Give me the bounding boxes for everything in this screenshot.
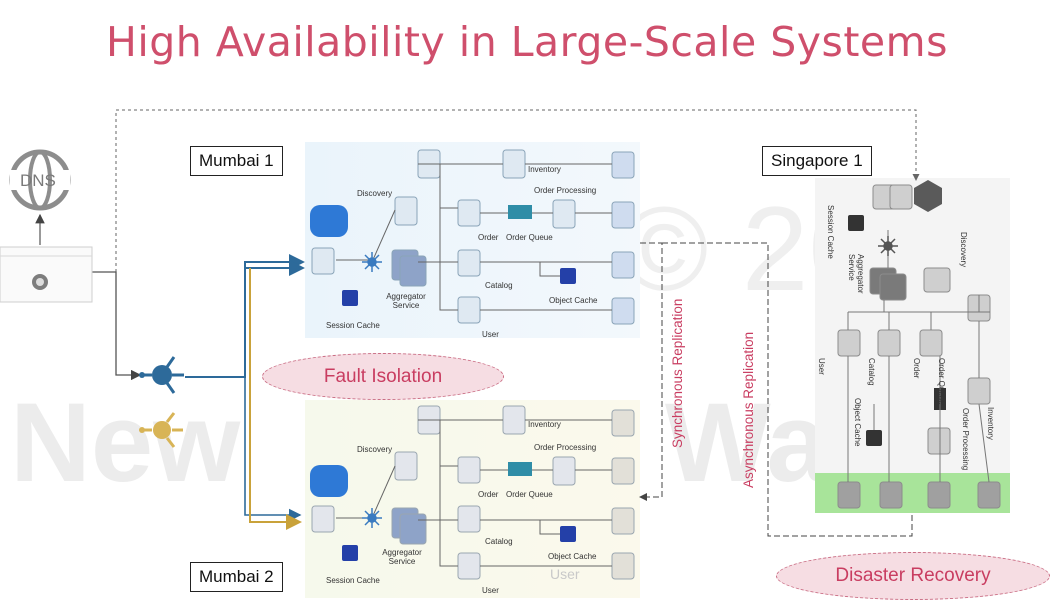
m2-user-label: User (482, 586, 499, 595)
mumbai1-links (336, 163, 612, 311)
async-replication-label: Asynchronous Replication (741, 331, 756, 488)
page-title: High Availability in Large-Scale Systems (106, 18, 948, 66)
m1-inventory-label: Inventory (528, 165, 561, 174)
sg-aggregator-label: Aggregator Service (847, 254, 865, 294)
singapore-aggregator-icon (878, 236, 898, 256)
mumbai2-aggregator-icon (362, 508, 382, 528)
m1-user-label: User (482, 330, 499, 339)
mumbai2-label: Mumbai 2 (190, 562, 283, 592)
m1-catalog-label: Catalog (485, 281, 513, 290)
mumbai1-chips (342, 205, 576, 306)
m1-discovery-label: Discovery (357, 189, 393, 198)
disaster-recovery-oval: Disaster Recovery (776, 552, 1050, 600)
sg-discovery-label: Discovery (959, 232, 968, 268)
lb-to-mumbai1-line (185, 254, 305, 378)
dns-label: DNS (20, 171, 56, 190)
browser-to-lb-line (92, 271, 142, 381)
dns-to-singapore-line (115, 109, 920, 272)
lb2-to-mumbai2-line (249, 268, 302, 530)
m1-aggregator-label: Aggregator Service (386, 292, 426, 310)
mumbai1-aggregator-icon (362, 252, 382, 272)
m2-catalog-label: Catalog (485, 537, 513, 546)
sg-order-processing-label: Order Processing (961, 408, 970, 471)
mumbai2-chips (342, 462, 576, 561)
sg-inventory-label: Inventory (986, 407, 995, 440)
m2-session-cache-label: Session Cache (326, 576, 380, 585)
m2-order-queue-label: Order Queue (506, 490, 553, 499)
m1-session-cache-label: Session Cache (326, 321, 380, 330)
m1-object-cache-label: Object Cache (549, 296, 598, 305)
load-balancer-icon (139, 356, 184, 394)
mumbai2-links (336, 419, 612, 567)
sync-replication-label: Synchronous Replication (670, 298, 685, 448)
lb-to-mumbai2-line (244, 377, 302, 522)
browser-window-icon (0, 246, 93, 303)
fault-isolation-oval: Fault Isolation (262, 353, 504, 400)
sg-order-label: Order (912, 358, 921, 379)
m1-order-label: Order (478, 233, 499, 242)
m2-order-label: Order (478, 490, 499, 499)
m2-object-cache-label: Object Cache (548, 552, 597, 561)
m2-inventory-label: Inventory (528, 420, 561, 429)
sg-order-queue-label: Order Queue (937, 358, 946, 405)
load-balancer-standby-icon (139, 412, 183, 448)
watermark-way: Wa (665, 380, 829, 505)
sg-user-label: User (817, 358, 826, 375)
sync-replication-line (639, 242, 663, 501)
mumbai1-servers (310, 149, 635, 325)
sg-catalog-label: Catalog (867, 358, 876, 386)
watermark-new: New (10, 380, 241, 505)
sg-session-cache-label: Session Cache (826, 205, 835, 259)
mumbai1-label: Mumbai 1 (190, 146, 283, 176)
sg-object-cache-label: Object Cache (853, 398, 862, 447)
m2-aggregator-label: Aggregator Service (382, 548, 422, 566)
async-replication-line (662, 242, 913, 537)
singapore1-label: Singapore 1 (762, 146, 872, 176)
m1-order-queue-label: Order Queue (506, 233, 553, 242)
m2-order-processing-label: Order Processing (534, 443, 597, 452)
m2-discovery-label: Discovery (357, 445, 393, 454)
m2-extra-user-label: User (550, 566, 580, 582)
m1-order-processing-label: Order Processing (534, 186, 597, 195)
dns-globe-icon (9, 149, 71, 211)
singapore-servers (837, 180, 1001, 509)
